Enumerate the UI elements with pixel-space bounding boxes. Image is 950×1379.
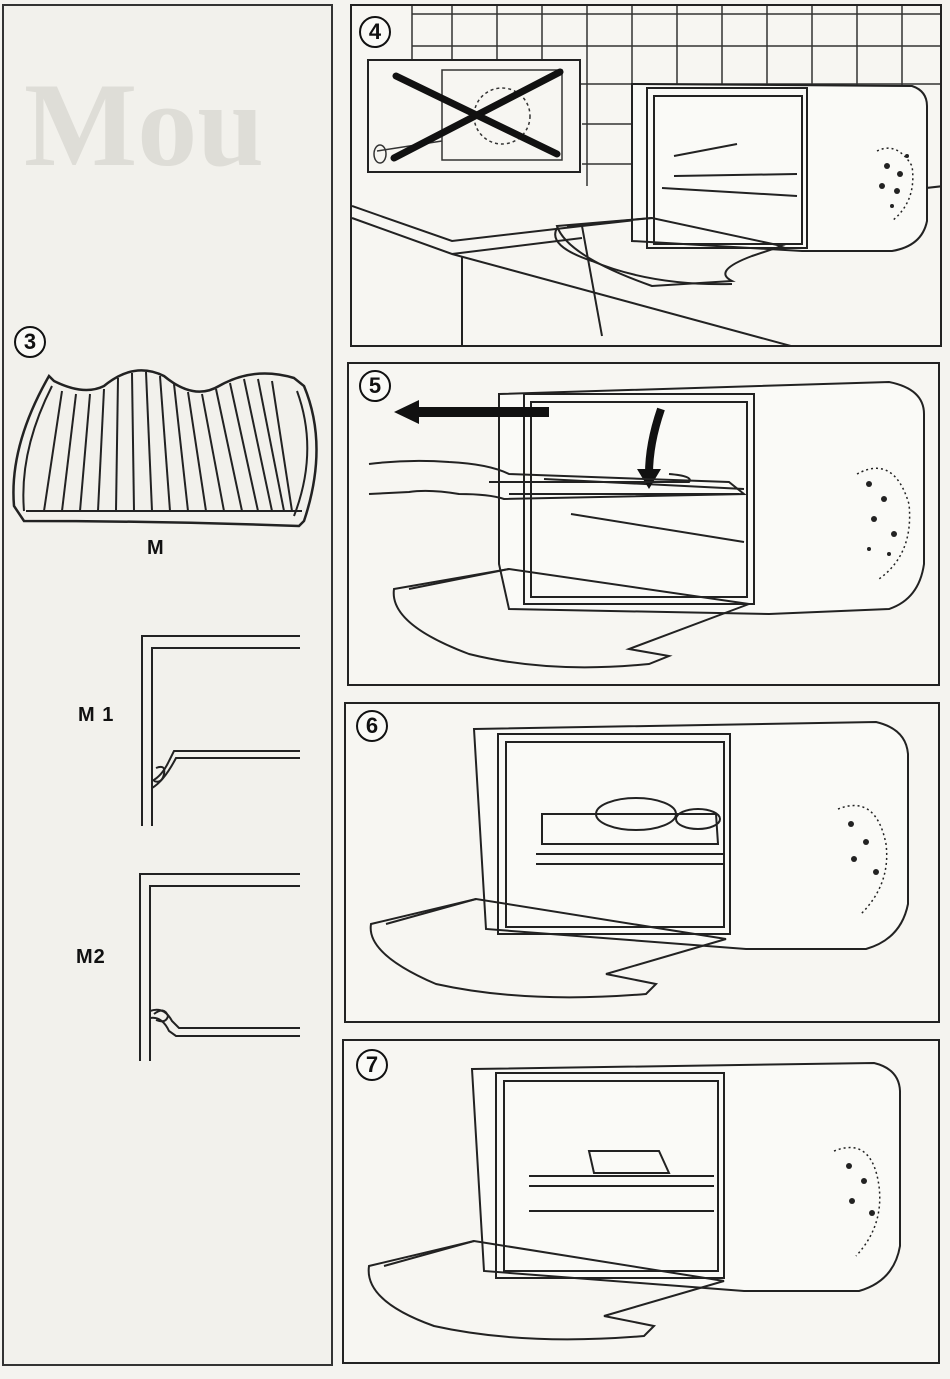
rack-label-m1: M 1 [78,704,114,727]
wire-rack-illustration [4,6,333,566]
rack-label-m: M [147,537,165,560]
left-panel: Mou 3 M [2,4,333,1366]
tray-lower-position-illustration [346,704,940,1023]
step-4-badge: 4 [359,16,391,48]
step-7-panel: 7 [342,1039,940,1364]
step-6-badge: 6 [356,710,388,742]
step-5-panel: 5 [347,362,940,686]
oven-on-counter-illustration [352,6,942,347]
remove-tray-illustration [349,364,940,686]
step-6-panel: 6 [344,702,940,1023]
step-4-panel: 4 [350,4,942,347]
rack-upper-position-illustration [344,1041,940,1364]
rack-label-m2: M2 [76,946,106,969]
step-5-badge: 5 [359,370,391,402]
step-7-badge: 7 [356,1049,388,1081]
